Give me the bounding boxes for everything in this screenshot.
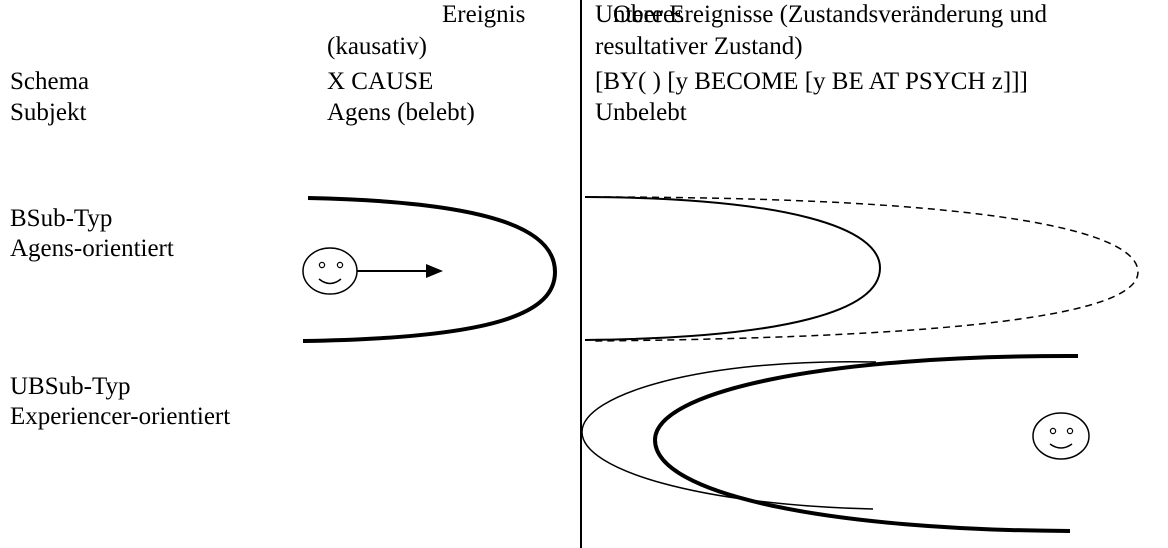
ubsub-type-name: UBSub-Typ <box>10 373 131 400</box>
cause-arrow-icon <box>357 264 443 278</box>
ubsub-state-change-arc <box>581 360 877 510</box>
bsub-causative-arc <box>302 196 558 343</box>
schema-row-label: Schema <box>10 68 90 95</box>
subject-upper-value: Agens (belebt) <box>327 99 475 126</box>
upper-event-header-word1: Oberes <box>613 1 684 28</box>
ubsub-experiencer-arc <box>652 353 1079 533</box>
experiencer-smiley-icon <box>1032 412 1090 460</box>
ubsub-type-orientation: Experiencer-orientiert <box>10 403 231 430</box>
column-divider <box>580 0 582 548</box>
lower-events-header-line1: Untere Ereignisse (Zustandsveränderung u… <box>595 1 1047 28</box>
schema-upper-value: X CAUSE <box>327 68 434 95</box>
agent-smiley-icon <box>302 247 358 295</box>
subject-lower-value: Unbelebt <box>595 99 687 126</box>
bsub-result-state-arc <box>591 196 1139 342</box>
bsub-type-orientation: Agens-orientiert <box>10 235 174 262</box>
lower-events-header-line2: resultativer Zustand) <box>595 33 803 60</box>
schema-lower-value: [BY( ) [y BECOME [y BE AT PSYCH z]]] <box>595 68 1028 95</box>
bsub-state-change-arc <box>584 196 882 341</box>
upper-event-header-subtitle: (kausativ) <box>327 33 427 60</box>
upper-event-header-word2: Ereignis <box>442 1 526 28</box>
subject-row-label: Subjekt <box>10 99 87 126</box>
bsub-type-name: BSub-Typ <box>10 205 113 232</box>
